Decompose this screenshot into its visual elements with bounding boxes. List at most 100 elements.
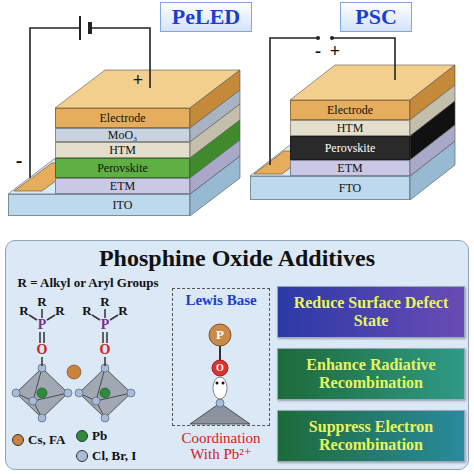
layer-band: Perovskite: [290, 136, 410, 160]
layer-band: MoO₃: [55, 128, 190, 142]
node-text: ITO: [113, 199, 133, 211]
halide-atom: [12, 389, 20, 397]
coordination-sketch: [219, 346, 221, 361]
chemical-bond: [29, 315, 37, 320]
layer-band: HTM: [290, 120, 410, 136]
battery-symbol: [79, 16, 81, 40]
chemical-bond: [104, 309, 106, 318]
effect-box: Reduce Surface Defect State: [277, 286, 465, 338]
layer-band: ITO: [8, 194, 190, 216]
coordination-note: Coordination With Pb²⁺: [171, 431, 271, 463]
cation-atom: [67, 365, 81, 379]
chemical-bond: [29, 309, 118, 366]
device-title: PSC: [340, 2, 412, 32]
polarity-sign: +: [133, 71, 143, 90]
halide-atom: [38, 414, 46, 422]
node-text: Perovskite: [97, 162, 148, 174]
atom-label: R: [37, 295, 46, 309]
coordination-sketch: [209, 324, 231, 346]
halide-atom: [64, 389, 72, 397]
chemical-bond: [106, 332, 108, 343]
chemical-bond: [43, 332, 45, 343]
node-text: Lewis Base: [173, 292, 269, 309]
node-text: HTM: [337, 122, 364, 134]
layer-band: FTO: [250, 176, 410, 200]
halide-atom: [92, 397, 100, 405]
chemical-bond: [110, 315, 118, 320]
legend-swatch: [76, 430, 88, 442]
node-text: Phosphine Oxide Additives: [6, 245, 468, 271]
polarity-sign: -: [16, 150, 23, 171]
atom-label: P: [216, 328, 224, 342]
node-text: ETM: [110, 180, 135, 192]
atom-label: R: [55, 304, 64, 318]
coordination-sketch: [222, 382, 225, 385]
atom-label: R: [100, 295, 109, 309]
coordination-sketch: [212, 360, 228, 376]
legend-swatch: [12, 434, 24, 446]
coordination-sketch: [190, 324, 250, 424]
halide-atom: [101, 414, 109, 422]
substituent-note: R = Alkyl or Aryl Groups: [18, 276, 159, 290]
circuit-wire: [332, 38, 395, 80]
node-text: FTO: [339, 182, 361, 194]
chemical-bond: [102, 332, 104, 343]
legend-swatch: [76, 450, 88, 462]
chemical-bond: [104, 357, 106, 366]
layer-band: Electrode: [55, 108, 190, 128]
cation-atom: [67, 365, 81, 379]
chemical-bond: [41, 357, 43, 366]
atom-label: P: [38, 318, 47, 333]
chemical-bond: [41, 309, 43, 318]
node-text: Suppress Electron Recombination: [286, 418, 456, 455]
lead-atom: [37, 388, 47, 398]
layer-side: [190, 140, 240, 194]
atom-label: P: [101, 318, 110, 333]
legend-text: Cl, Br, I: [92, 448, 136, 464]
node-text: PSC: [355, 6, 397, 28]
node-text: Enhance Radiative Recombination: [286, 356, 456, 393]
node-text: Electrode: [327, 104, 373, 116]
layer-side: [55, 65, 455, 194]
octahedron: [16, 368, 68, 418]
battery-symbol: [80, 16, 90, 40]
terminal-dot: [316, 36, 320, 40]
layer-band: Electrode: [290, 100, 410, 120]
layer-band: Perovskite: [55, 158, 190, 178]
terminal-dot: [330, 36, 334, 40]
atom-label: O: [216, 363, 224, 374]
halide-atom: [75, 389, 83, 397]
coordination-sketch: [216, 399, 224, 407]
layer-band: ETM: [290, 160, 410, 176]
effect-box: Suppress Electron Recombination: [277, 410, 465, 462]
chemical-bond: [92, 315, 100, 320]
lead-atom: [100, 388, 110, 398]
lead-atom: [37, 388, 110, 398]
legend-text: Pb: [92, 428, 107, 444]
halide-atom: [12, 364, 135, 422]
layer-band: ETM: [55, 178, 190, 194]
layer-band: HTM: [55, 142, 190, 158]
node-text: Perovskite: [325, 142, 376, 154]
device-title: PeLED: [160, 2, 252, 32]
atom-label: R: [118, 304, 127, 318]
node-text: Reduce Surface Defect State: [286, 294, 456, 331]
atom-label: R: [82, 304, 91, 318]
octahedron: [79, 368, 131, 418]
effect-box: Enhance Radiative Recombination: [277, 348, 465, 400]
chemical-bond: [47, 315, 55, 320]
halide-atom: [127, 389, 135, 397]
legend-text: Cs, FA: [28, 432, 65, 448]
atom-label: O: [100, 343, 111, 358]
coordination-sketch: [216, 382, 219, 385]
node-text: HTM: [109, 144, 136, 156]
chemical-bond: [39, 332, 41, 343]
atom-label: O: [37, 343, 48, 358]
layer-side: [410, 125, 455, 176]
node-text: MoO₃: [108, 129, 138, 141]
polarity-sign: -: [315, 42, 321, 61]
atom-label: R: [19, 304, 28, 318]
terminal-dot: [316, 36, 334, 40]
